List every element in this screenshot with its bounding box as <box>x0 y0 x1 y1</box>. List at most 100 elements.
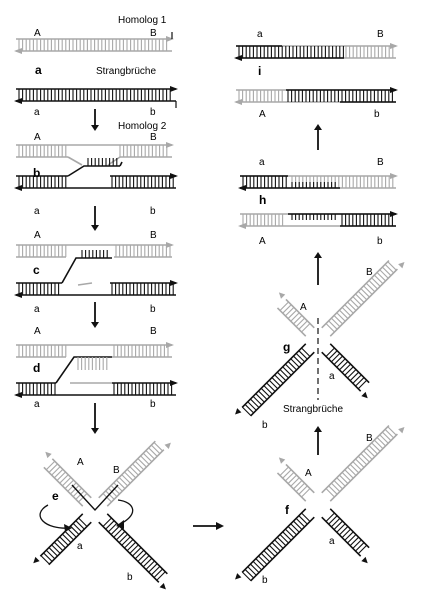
base-pair-rung <box>349 298 360 309</box>
strand-arrowhead <box>390 211 398 217</box>
base-pair-rung <box>330 352 341 363</box>
arm-strand <box>241 508 307 573</box>
base-pair-rung <box>357 455 368 466</box>
base-pair-rung <box>51 466 61 476</box>
arm-strand <box>321 351 362 392</box>
strand-breaks-label-g: Strangbrüche <box>283 404 343 415</box>
strand-arrowhead <box>159 583 166 590</box>
base-pair-rung <box>110 525 120 535</box>
arrow-e-f-head <box>216 522 224 530</box>
arrow-f-g-head <box>314 426 322 432</box>
step-c-label: c <box>33 263 40 277</box>
base-pair-rung <box>67 482 77 492</box>
base-pair-rung <box>255 558 265 568</box>
base-pair-rung <box>59 474 69 484</box>
step-i-label: i <box>258 64 261 78</box>
base-pair-rung <box>279 369 289 379</box>
base-pair-rung <box>325 488 335 498</box>
base-pair-rung <box>339 474 349 484</box>
base-pair-rung <box>142 557 153 568</box>
allele-A: A <box>259 109 266 120</box>
base-pair-rung <box>357 379 368 390</box>
base-pair-rung <box>328 515 338 525</box>
base-pair-rung <box>371 277 381 287</box>
base-pair-rung <box>70 485 80 495</box>
strand-arrowhead <box>14 98 22 104</box>
base-pair-rung <box>156 571 166 581</box>
arm-strand <box>250 516 315 582</box>
base-pair-rung <box>274 539 284 549</box>
base-pair-rung <box>301 488 311 498</box>
base-pair-rung <box>295 317 306 328</box>
base-pair-rung <box>330 517 341 528</box>
base-pair-rung <box>365 282 376 293</box>
base-pair-rung <box>116 479 126 489</box>
arm-strand <box>329 508 370 549</box>
allele-A: A <box>34 28 41 39</box>
base-pair-rung <box>347 466 357 476</box>
base-pair-rung <box>107 522 118 533</box>
base-pair-rung <box>137 458 147 468</box>
base-pair-rung <box>252 395 263 406</box>
arrow-d-e-head <box>91 428 99 434</box>
base-pair-rung <box>325 347 335 357</box>
base-pair-rung <box>290 312 300 322</box>
base-pair-rung <box>134 460 145 471</box>
base-pair-rung <box>62 477 72 487</box>
base-pair-rung <box>290 358 300 368</box>
base-pair-rung <box>339 526 349 536</box>
allele-B: B <box>366 433 373 444</box>
strand-arrowhead <box>390 87 398 93</box>
arrow-a-b-head <box>91 125 99 131</box>
base-pair-rung <box>368 445 378 455</box>
rotation-arrow <box>39 504 71 529</box>
base-pair-rung <box>53 468 64 479</box>
strand-arrowhead <box>390 43 398 49</box>
strand-arrowhead <box>278 292 286 299</box>
base-pair-rung <box>341 363 351 373</box>
base-pair-rung <box>153 442 163 452</box>
base-pair-rung <box>355 377 365 387</box>
base-pair-rung <box>360 288 370 298</box>
strand-arrowhead <box>390 173 398 179</box>
allele-B: B <box>377 29 384 40</box>
arm-strand <box>43 466 84 507</box>
base-pair-rung <box>140 455 150 465</box>
base-pair-rung <box>274 374 284 384</box>
base-pair-rung <box>121 474 131 484</box>
base-pair-rung <box>279 534 289 544</box>
base-pair-rung <box>352 374 362 384</box>
strand-arrowhead <box>238 223 246 229</box>
arrow-h-i-head <box>314 124 322 130</box>
base-pair-rung <box>43 552 53 562</box>
strand <box>67 156 83 166</box>
allele-a: a <box>329 371 335 382</box>
strand-arrowhead <box>170 280 178 286</box>
base-pair-rung <box>45 460 56 471</box>
base-pair-rung <box>126 541 137 552</box>
base-pair-rung <box>118 533 128 543</box>
base-pair-rung <box>113 482 123 492</box>
allele-b: b <box>150 399 156 410</box>
base-pair-rung <box>250 398 260 408</box>
base-pair-rung <box>102 517 112 527</box>
base-pair-rung <box>347 369 357 379</box>
strand <box>119 161 123 167</box>
base-pair-rung <box>110 485 120 495</box>
homolog1-label: Homolog 1 <box>118 15 167 26</box>
base-pair-rung <box>293 520 303 530</box>
base-pair-rung <box>276 536 287 547</box>
base-pair-rung <box>295 482 306 493</box>
base-pair-rung <box>105 490 115 500</box>
base-pair-rung <box>336 312 346 322</box>
base-pair-rung <box>295 352 306 363</box>
strand-arrowhead <box>235 408 242 415</box>
base-pair-rung <box>285 307 295 317</box>
strand-arrowhead <box>33 556 40 564</box>
arrow-g-h-head <box>314 252 322 258</box>
base-pair-rung <box>295 517 306 528</box>
base-pair-rung <box>347 301 357 311</box>
base-pair-rung <box>363 285 373 295</box>
base-pair-rung <box>287 309 297 319</box>
arm-strand <box>98 521 160 583</box>
